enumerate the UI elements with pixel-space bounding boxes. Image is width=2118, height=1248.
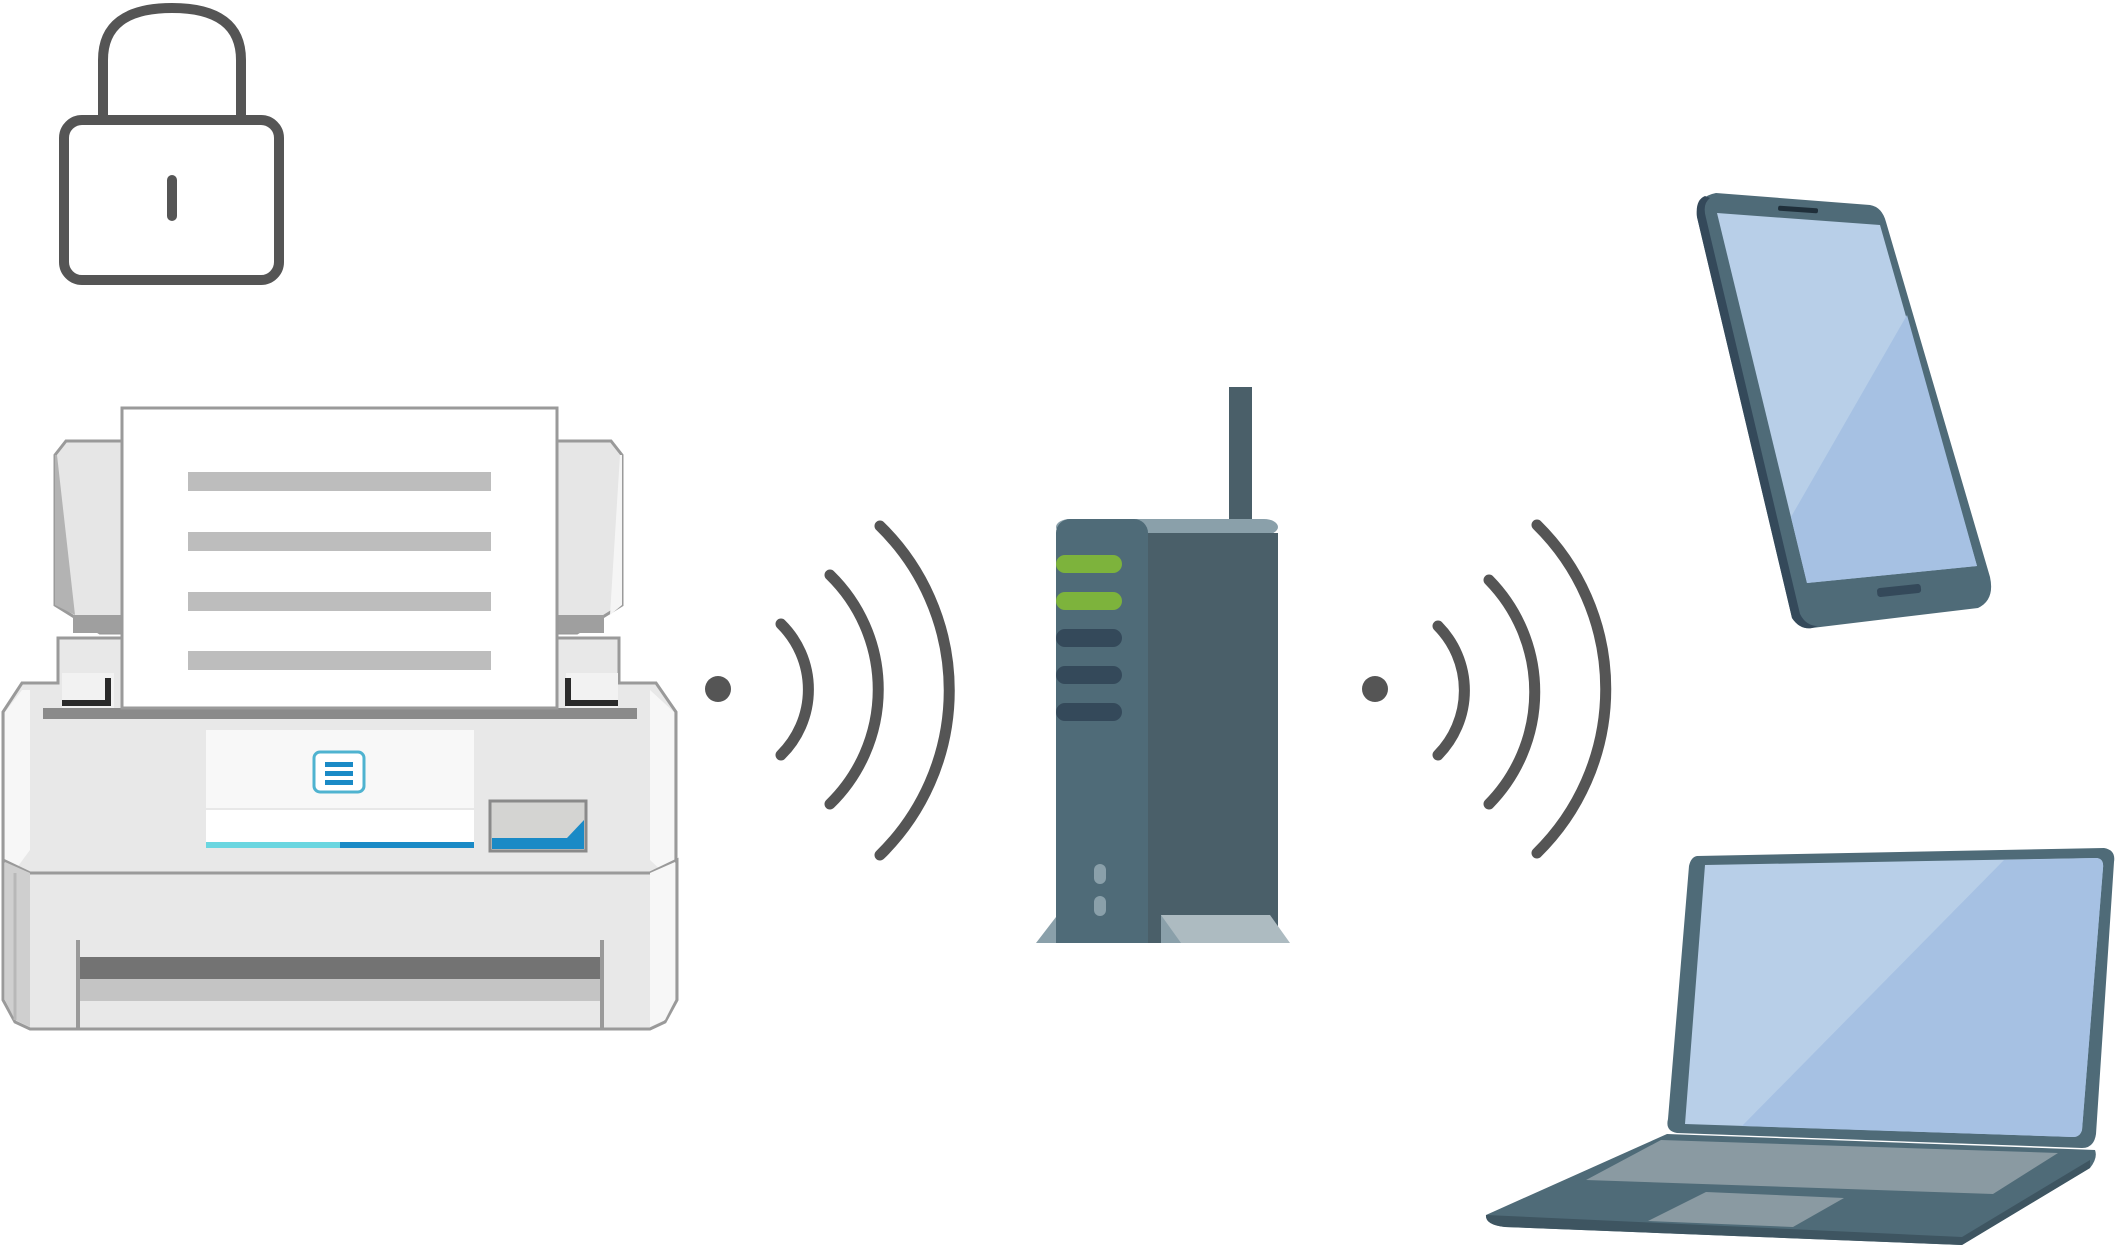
wifi-left-arc-large xyxy=(874,520,955,861)
document-line-4 xyxy=(188,651,491,670)
router-port-2 xyxy=(1094,896,1106,916)
scanner-card-slot-accent xyxy=(492,820,584,849)
wifi-left-arc-small xyxy=(775,618,814,761)
laptop-touchpad xyxy=(1648,1192,1844,1227)
scanner-exit-slot xyxy=(79,957,601,979)
smartphone-body-shade xyxy=(1696,196,1818,629)
wifi-right-arc-large xyxy=(1531,519,1612,859)
wifi-right-dot xyxy=(1362,676,1388,702)
wifi-right-arc-small xyxy=(1432,620,1470,761)
wifi-signal-icon xyxy=(705,520,955,861)
document-line-2 xyxy=(188,532,491,551)
wifi-left-dot xyxy=(705,676,731,702)
scanner-status-light-blue xyxy=(340,842,474,848)
padlock-shackle xyxy=(98,3,246,125)
padlock-body xyxy=(59,115,284,285)
router-side xyxy=(1148,533,1278,943)
scanner-status-strip xyxy=(206,810,474,848)
smartphone-speaker xyxy=(1778,205,1819,214)
padlock-icon xyxy=(59,3,284,285)
wireless-router-icon xyxy=(1036,387,1290,943)
router-stand xyxy=(1161,915,1290,943)
wifi-left-arc-medium xyxy=(824,569,884,810)
smartphone-screen-shade xyxy=(1791,315,1977,583)
document-scanner-icon xyxy=(1,406,679,1031)
scanner-upper-right-shade xyxy=(650,690,674,873)
laptop-icon xyxy=(1485,848,2115,1245)
scanner-left-holder-clip xyxy=(62,678,111,706)
router-led-5 xyxy=(1056,703,1122,721)
scanner-lower-right-shade xyxy=(650,862,675,1027)
scanner-scan-button-glyph-top xyxy=(325,762,353,767)
laptop-base-edge xyxy=(1485,1160,2090,1245)
scanner-feed-bar xyxy=(43,708,637,719)
scanner-left-guide-foot xyxy=(73,615,121,633)
scanner-upper-left-shade xyxy=(5,690,30,873)
router-stand-shade xyxy=(1161,915,1181,943)
router-led-2 xyxy=(1056,592,1122,610)
smartphone-home-button xyxy=(1876,584,1922,597)
scanner-lower-body xyxy=(1,857,679,1031)
document-line-3 xyxy=(188,592,491,611)
scanner-left-guide-shade xyxy=(55,455,75,615)
scanner-scan-button-glyph-bot xyxy=(325,780,353,785)
scanner-right-guide-foot xyxy=(556,615,604,633)
scanner-exit-tray xyxy=(79,979,601,1001)
router-led-3 xyxy=(1056,629,1122,647)
scanner-lower-left-shade xyxy=(5,862,30,1027)
laptop-keyboard xyxy=(1586,1140,2058,1194)
document-line-1 xyxy=(188,472,491,491)
router-led-4 xyxy=(1056,666,1122,684)
router-antenna xyxy=(1229,387,1252,522)
scanner-right-guide-shade xyxy=(610,455,622,615)
scanner-right-holder-clip xyxy=(565,678,618,706)
wifi-right-arc-medium xyxy=(1483,574,1541,810)
router-port-1 xyxy=(1094,864,1106,884)
scanner-scan-button-glyph-mid xyxy=(325,771,353,776)
smartphone-icon xyxy=(1696,193,1992,629)
router-led-1 xyxy=(1056,555,1122,573)
wifi-signal-icon xyxy=(1362,519,1612,859)
laptop-screen-shade xyxy=(1742,858,2104,1137)
router-front-foot xyxy=(1036,917,1056,943)
